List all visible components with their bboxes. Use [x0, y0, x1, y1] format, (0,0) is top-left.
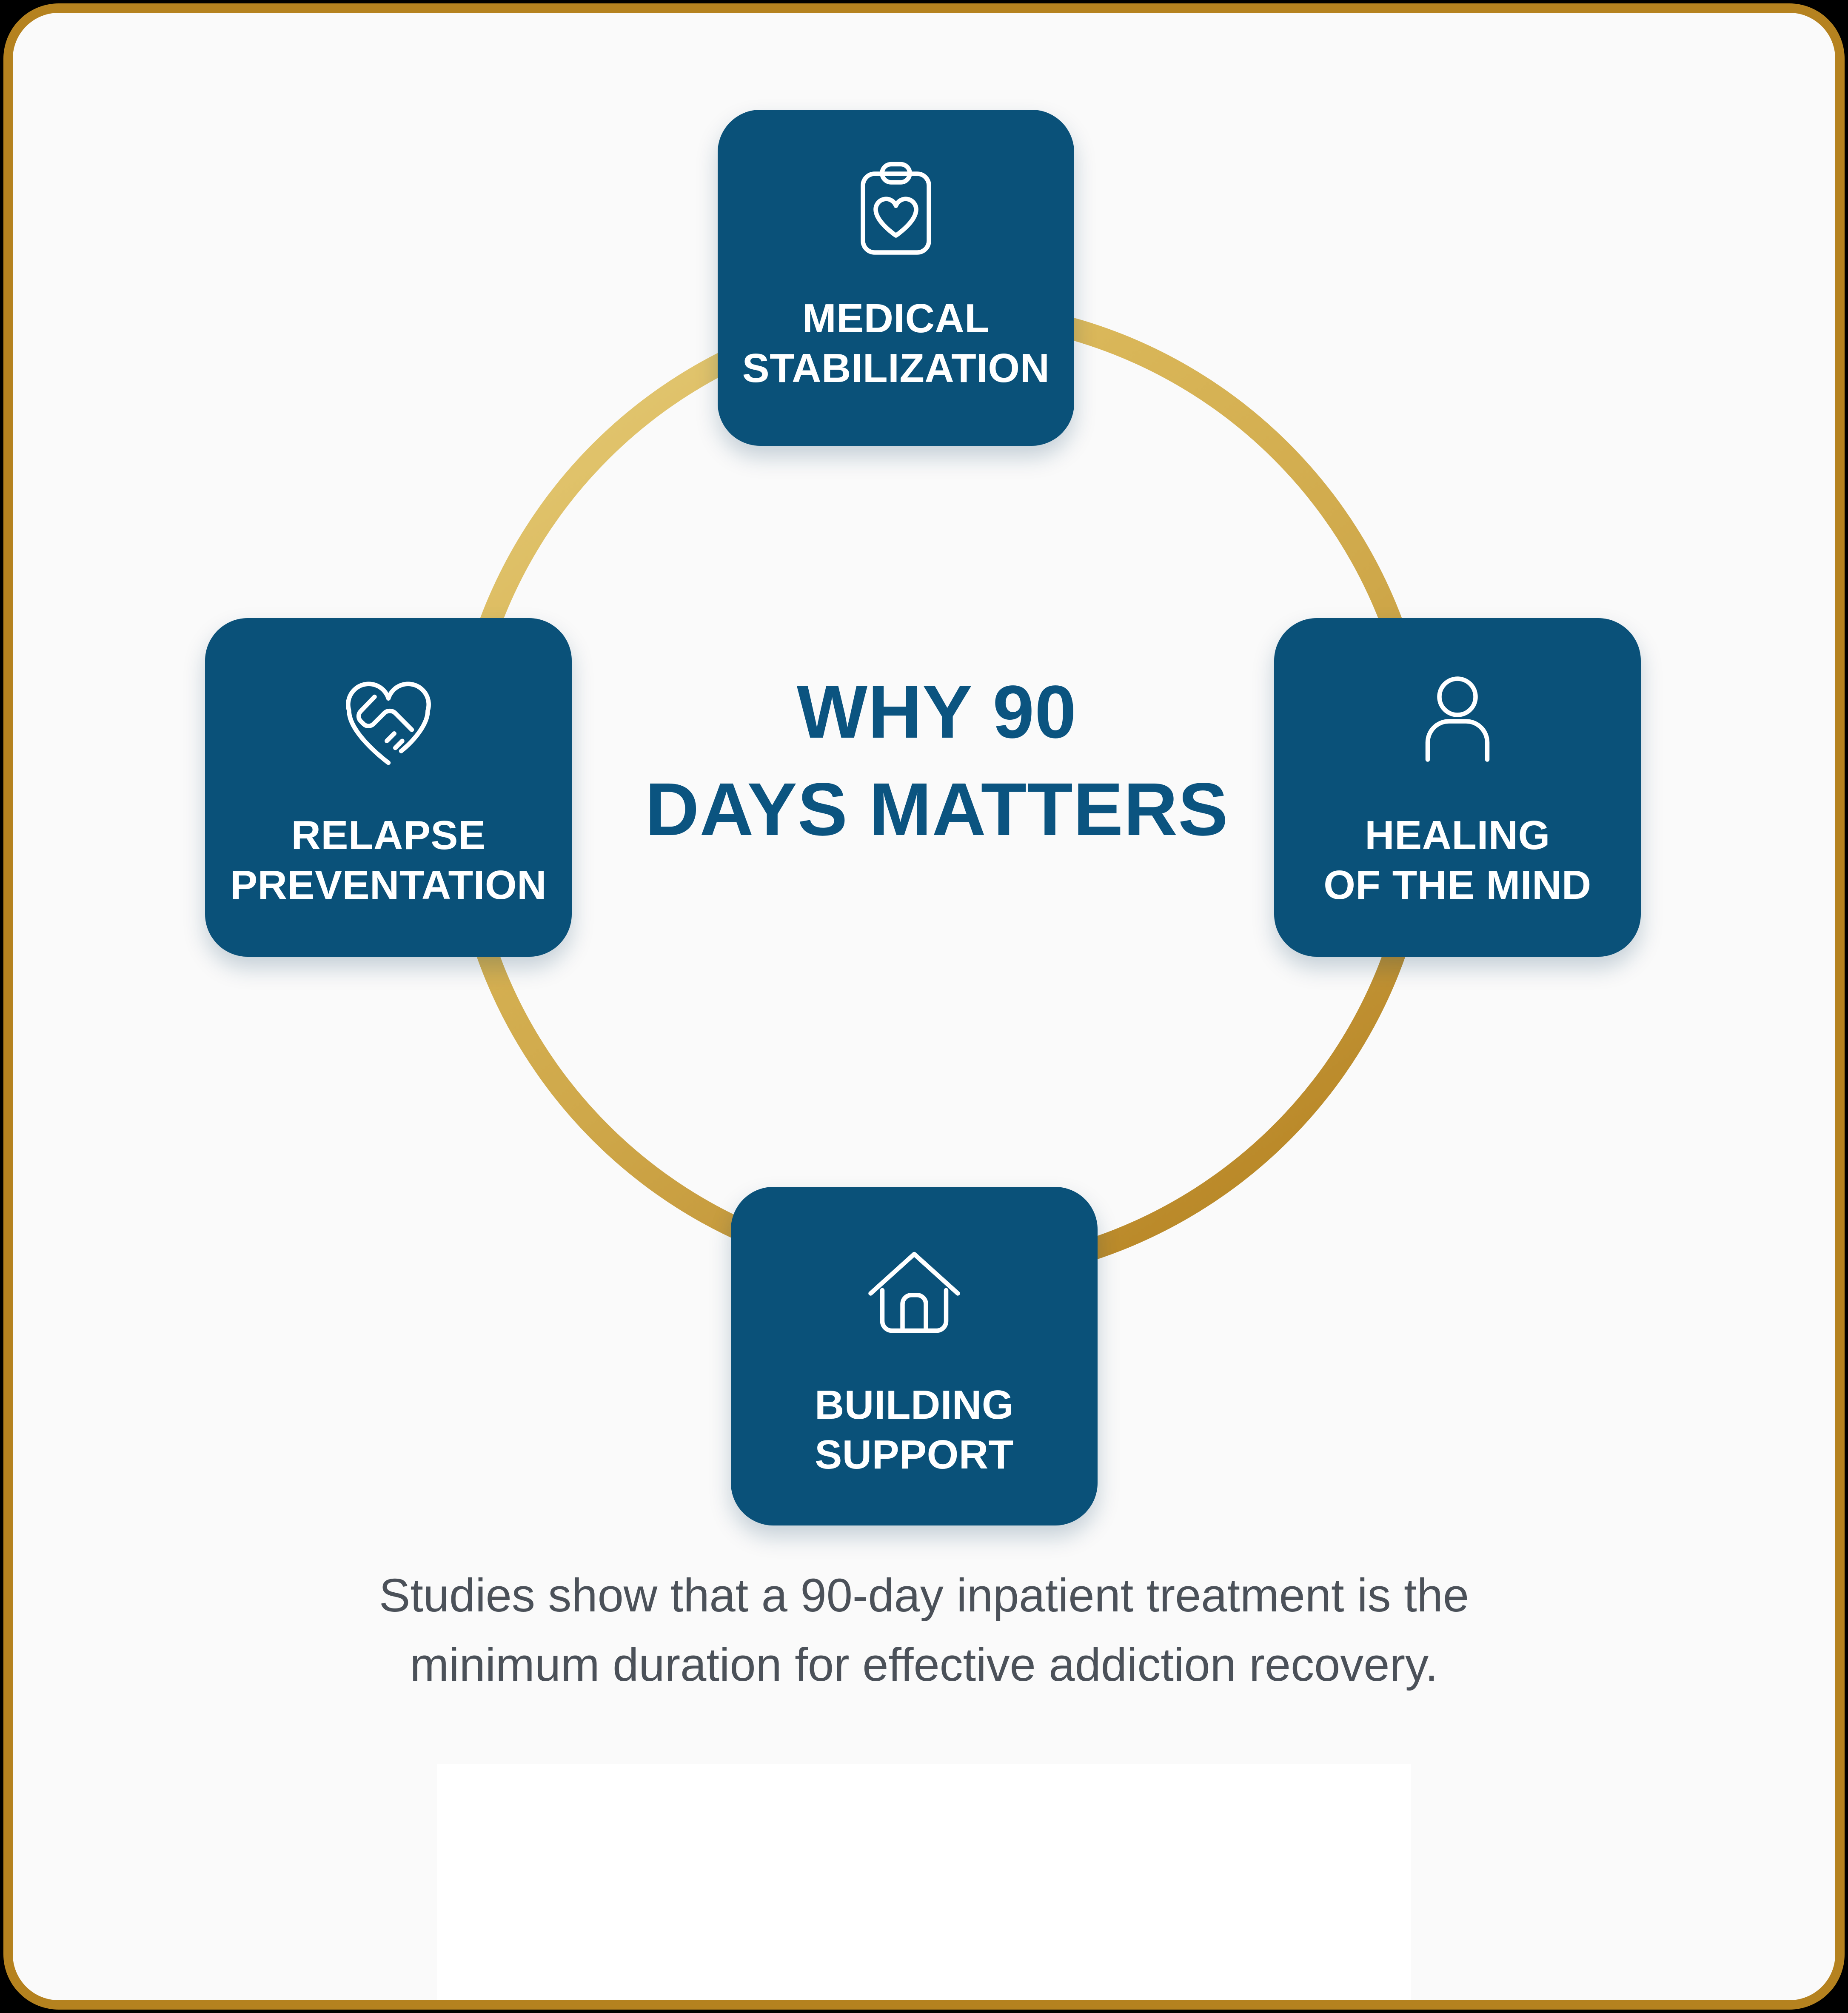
media-panel	[437, 1764, 1411, 2000]
card-building-support[interactable]: BUILDING SUPPORT	[731, 1187, 1098, 1525]
card-healing-of-the-mind[interactable]: HEALING OF THE MIND	[1274, 618, 1641, 957]
clipboard-heart-icon	[843, 160, 949, 266]
heart-handshake-icon	[335, 669, 442, 776]
card-label: RELAPSE PREVENTATION	[230, 813, 547, 908]
page-title: WHY 90 DAYS MATTERS	[645, 670, 1229, 851]
card-label: MEDICAL STABILIZATION	[742, 296, 1050, 391]
infographic-frame: WHY 90 DAYS MATTERS MEDICAL STABILIZATIO…	[3, 3, 1845, 2010]
person-outline-icon	[1404, 669, 1511, 776]
caption-text: Studies show that a 90-day inpatient tre…	[379, 1569, 1469, 1691]
card-relapse-preventation[interactable]: RELAPSE PREVENTATION	[205, 618, 572, 957]
infographic-stage: WHY 90 DAYS MATTERS MEDICAL STABILIZATIO…	[13, 13, 1835, 2000]
card-medical-stabilization[interactable]: MEDICAL STABILIZATION	[718, 110, 1074, 446]
house-icon	[861, 1241, 967, 1348]
card-label: BUILDING SUPPORT	[815, 1382, 1014, 1478]
card-label: HEALING OF THE MIND	[1323, 813, 1591, 908]
